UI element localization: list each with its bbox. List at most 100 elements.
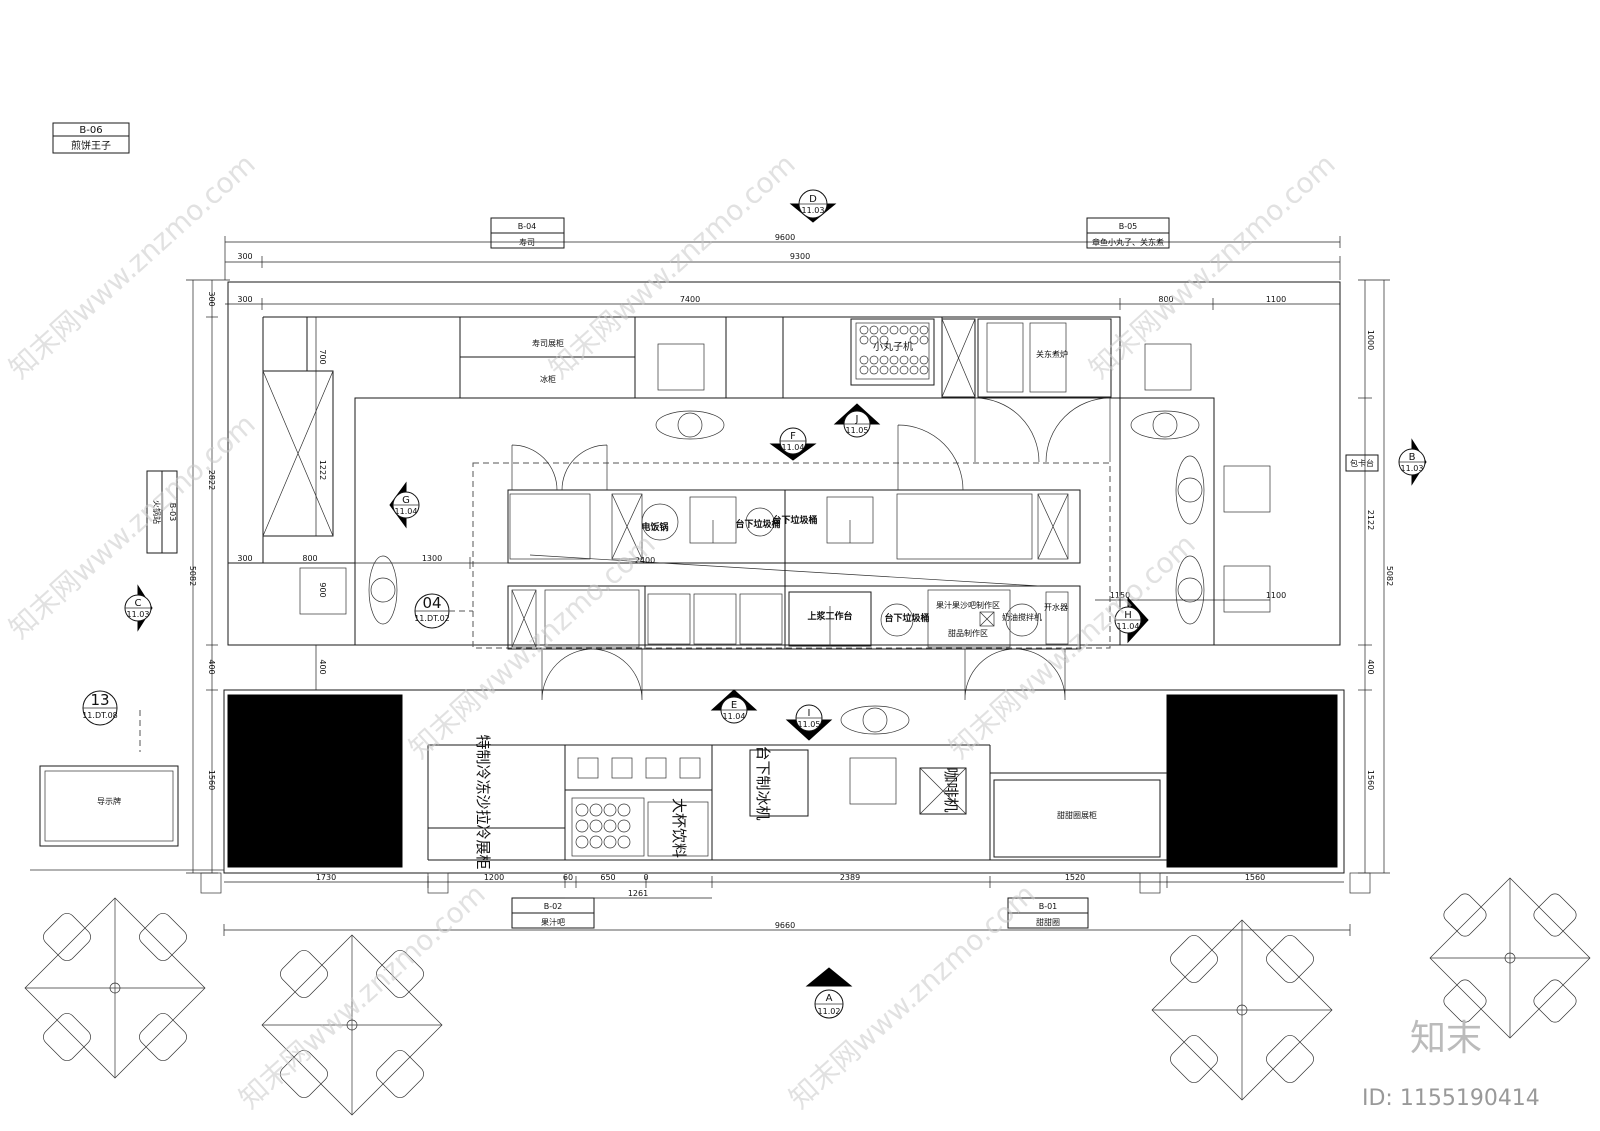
dim-right-1000: 1000 xyxy=(1366,330,1375,350)
label-work-table: 上浆工作台 xyxy=(807,610,852,622)
door-swings xyxy=(511,397,1111,701)
guide-sign: 导示牌 xyxy=(39,710,179,847)
section-marker-c: C 11.03 xyxy=(124,584,153,632)
zone-name-b01: 甜甜圈 xyxy=(1036,917,1060,927)
section-marker-a: A 11.02 xyxy=(805,967,853,1019)
marker-d-ref: 11.03 xyxy=(802,206,825,215)
detail-04-ref: 11.DT.02 xyxy=(414,614,450,623)
cooler-labels: 特制冷冻沙拉冷展柜 xyxy=(474,734,492,869)
takoyaki-grid xyxy=(859,325,929,375)
label-mixer: 奶油搅拌机 xyxy=(1002,612,1042,622)
dim-inner-800: 800 xyxy=(1158,295,1173,304)
dim-left-1560: 1560 xyxy=(207,770,216,790)
dim-h1100: 1100 xyxy=(1266,591,1286,600)
dim-v900: 900 xyxy=(318,582,327,597)
dim-right-5082: 5082 xyxy=(1385,566,1394,586)
label-rice-cooker: 电饭锅 xyxy=(641,521,668,533)
dining-table-4 xyxy=(1429,877,1591,1039)
person-1 xyxy=(655,343,725,440)
marker-f-ref: 11.04 xyxy=(782,443,805,452)
label-coffee: 咖啡机 xyxy=(942,767,960,812)
person-3 xyxy=(1175,455,1271,525)
label-oden: 关东煮炉 xyxy=(1036,349,1068,359)
zone-name-b03: 火锅站 xyxy=(152,500,162,524)
dim-v400: 400 xyxy=(318,659,327,674)
person-6 xyxy=(840,705,910,805)
dim-bot-1520: 1520 xyxy=(1065,873,1085,882)
right-dimensions: 1000 2122 5082 400 1560 xyxy=(1358,279,1394,874)
dim-bot-1560: 1560 xyxy=(1245,873,1265,882)
marker-e-ref: 11.04 xyxy=(723,712,746,721)
dim-right-400: 400 xyxy=(1366,659,1375,674)
zone-label-b02: B-02 果汁吧 xyxy=(511,897,595,929)
bottom-dimensions: 1730 1200 60 650 0 2389 1520 1560 1261 9… xyxy=(223,873,1351,936)
marker-h-letter: H xyxy=(1124,610,1132,621)
section-marker-f: F 11.04 xyxy=(769,427,817,461)
zone-code-b01: B-01 xyxy=(1039,902,1058,911)
detail-marker-13: 13 11.DT.08 xyxy=(82,690,118,726)
watermark-text-1: 知末网www.znzmo.com xyxy=(3,147,262,385)
marker-b-letter: B xyxy=(1409,452,1416,463)
marker-g-letter: G xyxy=(402,495,410,506)
marker-a-letter: A xyxy=(826,993,833,1004)
zone-label-b05: B-05 章鱼小丸子、关东煮 xyxy=(1086,217,1170,249)
dim-v700: 700 xyxy=(318,349,327,364)
watermarks: 知末网www.znzmo.com 知末网www.znzmo.com 知末网www… xyxy=(3,147,1342,1115)
section-marker-h: H 11.04 xyxy=(1114,596,1149,644)
zone-code-b05: B-05 xyxy=(1119,222,1138,231)
section-marker-i: I 11.05 xyxy=(785,704,833,741)
marker-d-letter: D xyxy=(809,194,817,205)
cup-grid xyxy=(575,803,631,849)
zone-label-b04: B-04 寿司 xyxy=(490,217,565,249)
marker-c-letter: C xyxy=(135,598,142,609)
corner-label: B-06 煎饼王子 xyxy=(52,122,130,154)
dim-h300: 300 xyxy=(237,554,252,563)
dim-right-2122: 2122 xyxy=(1366,510,1375,530)
label-donut-display: 甜甜圈展柜 xyxy=(1057,810,1097,820)
marker-e-letter: E xyxy=(731,700,737,711)
equipment-sushi-display: 寿司展柜 xyxy=(532,338,564,348)
label-cooler: 特制冷冻沙拉冷展柜 xyxy=(474,734,492,869)
marker-g-ref: 11.04 xyxy=(395,507,418,516)
dim-top-300: 300 xyxy=(237,252,252,261)
dim-bot-60: 60 xyxy=(563,873,573,882)
card-counter: 包卡台 xyxy=(1345,454,1379,472)
dim-bot-2389: 2389 xyxy=(840,873,860,882)
dim-bot-650: 650 xyxy=(600,873,615,882)
label-sushi-display: 寿司展柜 xyxy=(532,338,564,348)
label-icemaker: 台下制冰机 xyxy=(754,745,772,820)
marker-i-ref: 11.05 xyxy=(798,720,821,729)
watermark-id: ID: 1155190414 xyxy=(1362,1086,1540,1111)
dim-inner-1100: 1100 xyxy=(1266,295,1286,304)
person-4 xyxy=(1175,555,1271,625)
corner-label-name: 煎饼王子 xyxy=(71,139,111,152)
dim-bot-1730: 1730 xyxy=(316,873,336,882)
person-5 xyxy=(299,555,398,625)
detail-marker-04: 04 11.DT.02 xyxy=(414,593,473,629)
marker-f-letter: F xyxy=(790,431,796,442)
dim-h2400: 2400 xyxy=(635,556,655,565)
label-guide-sign: 导示牌 xyxy=(97,796,121,806)
marker-b-ref: 11.03 xyxy=(1401,464,1424,473)
equipment-freezer: 冰柜 xyxy=(540,374,556,384)
dim-h1150: 1150 xyxy=(1110,591,1130,600)
dim-right-1560: 1560 xyxy=(1366,770,1375,790)
zone-code-b03: B-03 xyxy=(168,503,177,522)
dim-bot-1261: 1261 xyxy=(628,889,648,898)
label-trash-1: 台下垃圾桶 xyxy=(735,518,780,530)
equipment-oden: 关东煮炉 xyxy=(941,318,1112,398)
zone-code-b02: B-02 xyxy=(544,902,563,911)
label-icecream-area: 甜品制作区 xyxy=(948,628,988,638)
watermark-text-2: 知末网www.znzmo.com xyxy=(543,147,802,385)
detail-13-num: 13 xyxy=(90,691,109,709)
watermark-text-3: 知末网www.znzmo.com xyxy=(1083,147,1342,385)
marker-a-ref: 11.02 xyxy=(818,1007,841,1016)
dim-left-400: 400 xyxy=(207,659,216,674)
section-marker-d: D 11.03 xyxy=(789,189,837,223)
watermark-text-7: 知末网www.znzmo.com xyxy=(233,877,492,1115)
section-marker-e: E 11.04 xyxy=(710,689,758,724)
dining-table-1 xyxy=(24,897,206,1079)
marker-i-letter: I xyxy=(808,708,811,719)
lower-counter: 特制冷冻沙拉冷展柜 大杯饮料 台下制冰机 咖啡机 甜甜圈展柜 xyxy=(200,689,1371,894)
